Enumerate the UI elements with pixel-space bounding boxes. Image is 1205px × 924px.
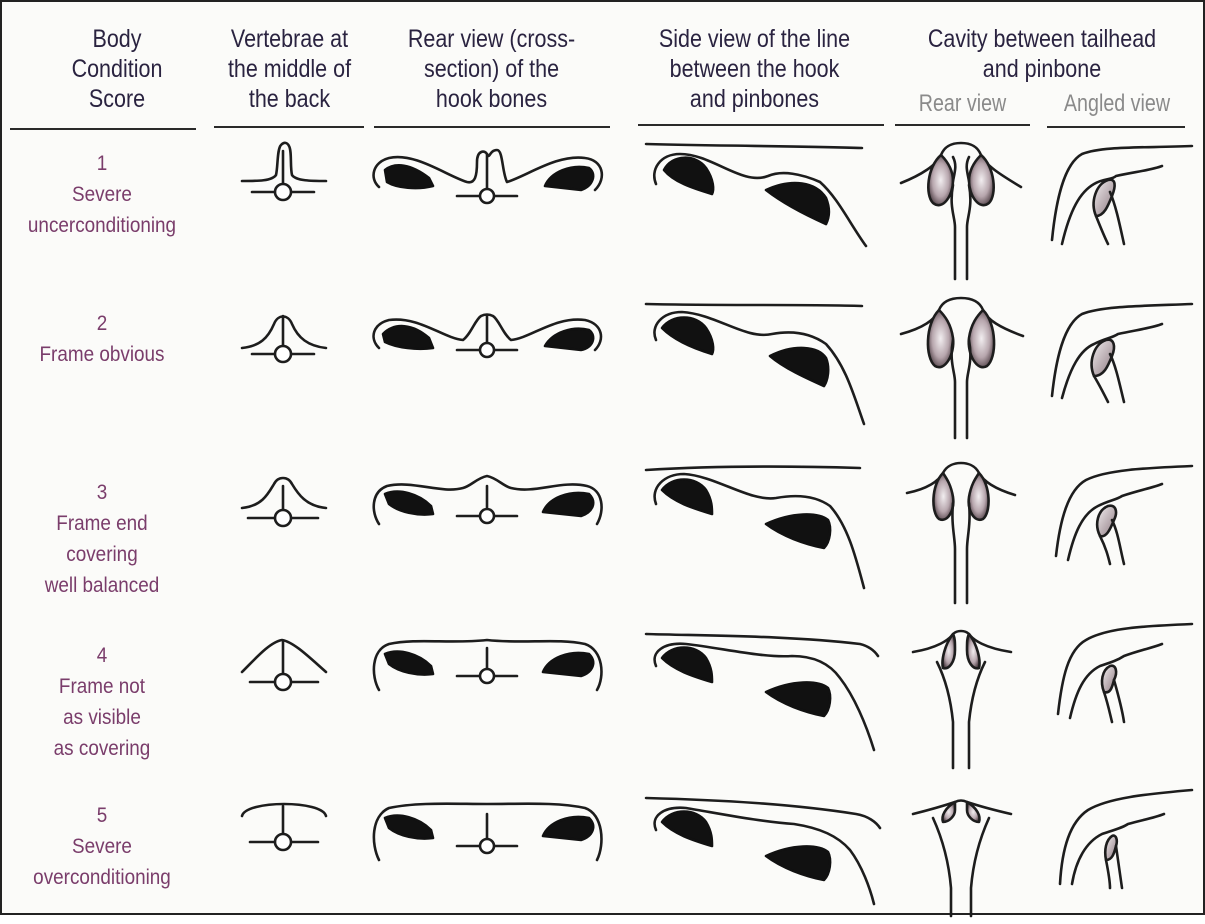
score-row-3: 3 Frame end covering well balanced (12, 477, 192, 601)
score-label: Severe (12, 831, 192, 862)
header-rule (214, 126, 364, 128)
score-label: overconditioning (12, 862, 192, 893)
score-label: Frame obvious (12, 339, 192, 370)
vertebrae-figure-5 (234, 792, 334, 862)
header-rule (1047, 126, 1185, 128)
header-cavity: Cavity between tailhead and pinbone (913, 24, 1171, 84)
header-score-line: Condition (44, 54, 190, 84)
score-number: 2 (12, 308, 192, 339)
score-label: Frame end (12, 508, 192, 539)
header-vertebrae-line: Vertebrae at (210, 24, 369, 54)
vertebrae-figure-3 (234, 464, 334, 534)
header-side-line: between the hook (641, 54, 869, 84)
score-row-2: 2 Frame obvious (12, 308, 192, 370)
header-rear-line: section) of the (382, 54, 601, 84)
cavity-angled-figure-1 (1042, 140, 1197, 260)
cavity-rear-figure-1 (897, 137, 1027, 282)
header-vertebrae-line: the middle of (210, 54, 369, 84)
hook-bones-figure-2 (367, 304, 607, 374)
subheader-rear-view: Rear view (907, 90, 1018, 118)
subheader-angled-view: Angled view (1056, 90, 1179, 118)
score-label: Severe (12, 179, 192, 210)
header-rear-line: Rear view (cross- (382, 24, 601, 54)
header-rear-line: hook bones (382, 84, 601, 114)
vertebrae-figure-2 (234, 302, 334, 372)
score-label: well balanced (12, 570, 192, 601)
header-rule (895, 124, 1030, 126)
score-number: 1 (12, 148, 192, 179)
cavity-angled-figure-2 (1042, 298, 1197, 418)
score-row-1: 1 Severe uncerconditioning (12, 148, 192, 241)
header-vertebrae: Vertebrae at the middle of the back (210, 24, 369, 114)
cavity-rear-figure-2 (897, 292, 1027, 442)
side-view-figure-2 (642, 300, 892, 430)
header-vertebrae-line: the back (210, 84, 369, 114)
cavity-rear-figure-3 (897, 457, 1027, 607)
vertebrae-figure-1 (234, 137, 334, 207)
cavity-angled-figure-3 (1042, 460, 1197, 580)
header-rule (374, 126, 610, 128)
cavity-angled-figure-5 (1042, 784, 1197, 904)
hook-bones-figure-1 (367, 142, 607, 212)
hook-bones-figure-4 (367, 630, 607, 700)
header-score-line: Body (44, 24, 190, 54)
header-score: Body Condition Score (44, 24, 190, 114)
score-number: 5 (12, 800, 192, 831)
side-view-figure-3 (642, 462, 892, 592)
hook-bones-figure-5 (367, 792, 607, 872)
header-rear-view: Rear view (cross- section) of the hook b… (382, 24, 601, 114)
header-side-line: Side view of the line (641, 24, 869, 54)
score-label: as visible (12, 702, 192, 733)
cavity-rear-figure-5 (897, 784, 1027, 924)
header-rule (638, 124, 884, 126)
header-side-view: Side view of the line between the hook a… (641, 24, 869, 114)
score-number: 4 (12, 640, 192, 671)
cavity-angled-figure-4 (1042, 618, 1197, 738)
score-label: as covering (12, 733, 192, 764)
header-score-line: Score (44, 84, 190, 114)
header-rule (10, 128, 196, 130)
score-label: Frame not (12, 671, 192, 702)
score-row-5: 5 Severe overconditioning (12, 800, 192, 893)
hook-bones-figure-3 (367, 470, 607, 540)
score-label: uncerconditioning (12, 210, 192, 241)
side-view-figure-1 (642, 140, 892, 260)
score-row-4: 4 Frame not as visible as covering (12, 640, 192, 764)
score-number: 3 (12, 477, 192, 508)
header-side-line: and pinbones (641, 84, 869, 114)
score-label: covering (12, 539, 192, 570)
vertebrae-figure-4 (234, 632, 334, 702)
header-cavity-line: Cavity between tailhead (913, 24, 1171, 54)
cavity-rear-figure-4 (897, 622, 1027, 772)
side-view-figure-4 (642, 630, 892, 760)
header-cavity-line: and pinbone (913, 54, 1171, 84)
side-view-figure-5 (642, 792, 892, 912)
